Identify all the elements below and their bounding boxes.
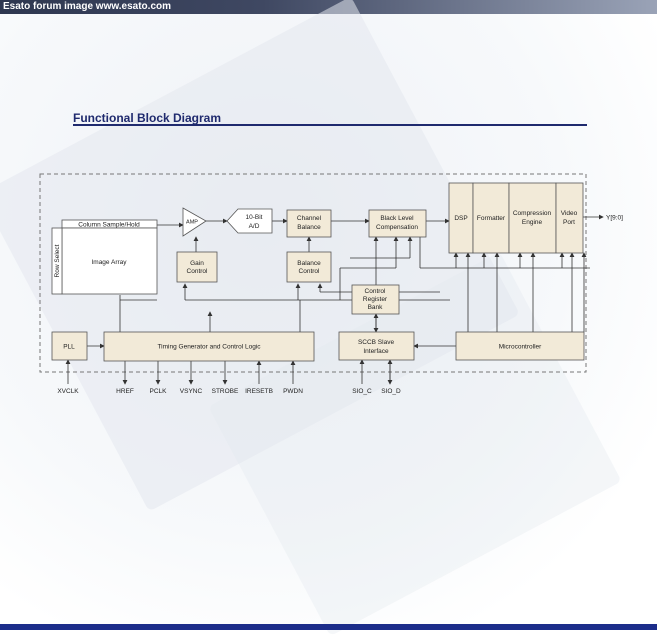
timing-generator-label: Timing Generator and Control Logic [157,344,261,351]
balance-control-block [286,251,332,283]
control-register-label-3: Bank [368,304,384,311]
control-register-bank-block [351,284,400,315]
gain-control-block [176,251,218,283]
pin-vsync: VSYNC [180,388,203,395]
black-level-label-2: Compensation [376,224,418,231]
column-sample-hold-label: Column Sample/Hold [78,222,140,229]
sccb-label-1: SCCB Slave [358,339,395,346]
gain-control-label-2: Control [187,268,209,275]
pin-pwdn: PWDN [283,388,303,395]
channel-balance-label-2: Balance [297,224,321,231]
gain-control-label-1: Gain [190,260,204,267]
pin-iresetb: IRESETB [245,388,273,395]
compression-engine-block [508,182,557,254]
adc-label-1: 10-Bit [246,214,263,221]
pin-strobe: STROBE [212,388,239,395]
microcontroller-label: Microcontroller [499,344,542,351]
pin-href: HREF [116,388,134,395]
pin-pclk: PCLK [150,388,168,395]
image-array-label: Image Array [91,259,127,266]
chip-boundary [39,173,587,373]
pin-xvclk: XVCLK [57,388,79,395]
pin-y-out: Y[9:0] [606,215,623,222]
channel-balance-block [286,209,332,238]
signal-wires [65,214,604,385]
formatter-label: Formatter [477,215,506,222]
control-register-label-1: Control [365,288,387,295]
control-register-label-2: Register [363,296,388,303]
black-level-compensation-block [368,209,427,238]
pin-sio-c: SIO_C [352,388,372,395]
adc-label-2: A/D [249,223,260,230]
timing-generator-block [103,331,315,362]
amp-label: AMP [186,220,198,226]
pll-block [51,331,88,361]
bottom-bar [0,624,657,630]
forum-watermark-title: Esato forum image www.esato.com [3,1,172,12]
compression-engine-label-2: Engine [522,219,543,226]
row-select-block [51,227,63,295]
black-level-label-1: Black Level [380,215,414,222]
dsp-label: DSP [454,215,467,222]
amp-block [182,207,207,237]
microcontroller-block [455,331,585,361]
video-port-label-2: Port [563,219,575,226]
dsp-block [448,182,474,254]
formatter-block [472,182,510,254]
pin-sio-d: SIO_D [381,388,401,395]
diagram-title: Functional Block Diagram [73,111,222,125]
sccb-label-2: Interface [363,348,389,355]
video-port-block [555,182,584,254]
image-array-block [61,227,158,295]
balance-control-label-1: Balance [297,260,321,267]
video-port-label-1: Video [561,210,578,217]
compression-engine-label-1: Compression [513,210,552,217]
balance-control-label-2: Control [299,268,321,275]
adc-block [226,208,273,234]
pll-label: PLL [63,344,75,351]
title-underline [73,124,587,126]
row-select-label: Row Select [54,244,61,277]
sccb-slave-interface-block [338,331,415,361]
channel-balance-label-1: Channel [297,215,322,222]
